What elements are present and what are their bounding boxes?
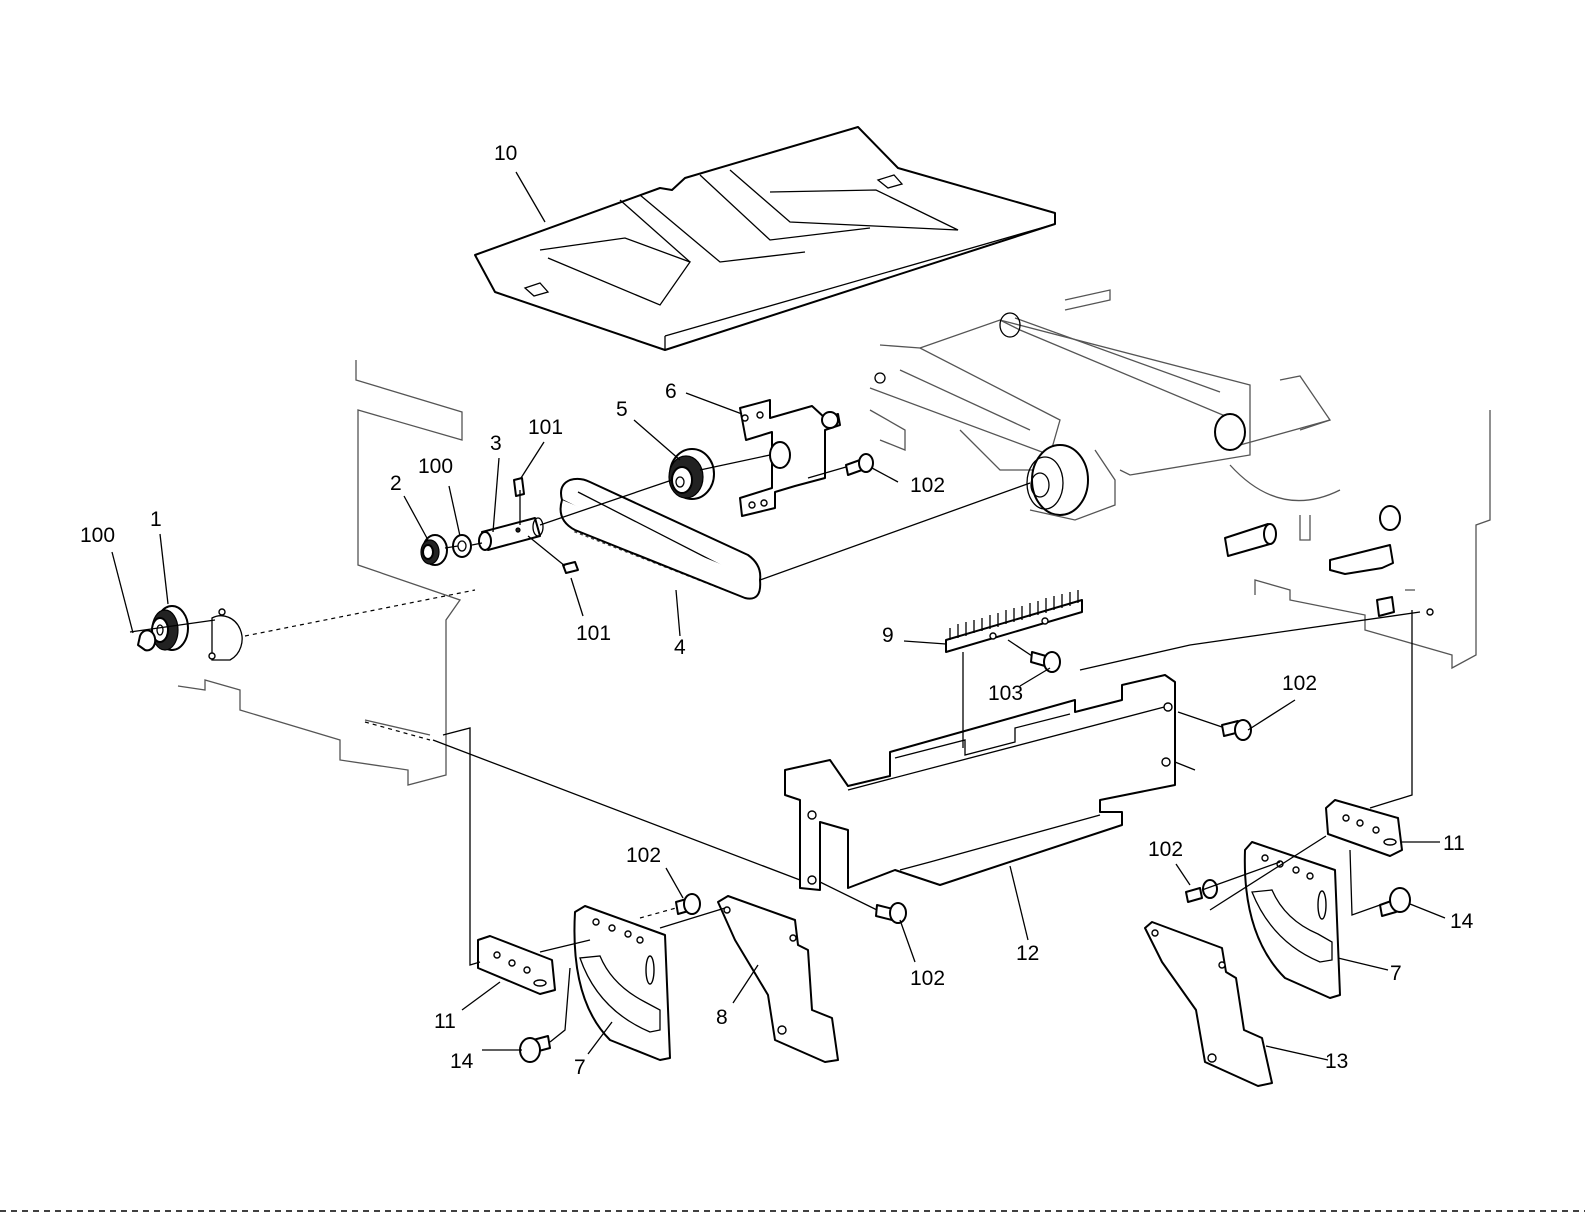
callout-7-left: 7 <box>574 1056 586 1079</box>
callout-14-left: 14 <box>450 1050 474 1073</box>
callout-101-lower: 101 <box>576 622 611 645</box>
part-103-screw <box>1031 652 1060 672</box>
callout-100-left: 100 <box>80 524 115 547</box>
callout-102-c: 102 <box>626 844 661 867</box>
callout-5: 5 <box>616 398 628 421</box>
part-7-bracket-left <box>574 906 670 1060</box>
part-9-discharge-brush <box>946 590 1082 652</box>
part-12-guide-plate <box>785 675 1175 890</box>
left-frame-bushing-mount <box>209 609 242 660</box>
callout-2: 2 <box>390 472 402 495</box>
callout-10: 10 <box>494 142 517 165</box>
callout-102-a: 102 <box>910 474 945 497</box>
callout-1: 1 <box>150 508 162 531</box>
right-main-frame <box>1065 290 1490 668</box>
callout-3: 3 <box>490 432 502 455</box>
part-3-shaft <box>479 518 543 550</box>
callout-14-right: 14 <box>1450 910 1474 933</box>
part-8-bracket <box>718 896 838 1062</box>
callout-8: 8 <box>716 1006 728 1029</box>
callout-12: 12 <box>1016 942 1039 965</box>
part-102-screw-d <box>876 903 906 923</box>
part-7-bracket-right <box>1245 842 1340 998</box>
part-2-bushing <box>421 535 447 565</box>
part-102-screw-a <box>846 454 873 475</box>
left-side-frame <box>178 360 462 785</box>
callout-100-right: 100 <box>418 455 453 478</box>
callout-7-right: 7 <box>1390 962 1402 985</box>
part-14-screw-left <box>520 1036 550 1062</box>
part-102-screw-b <box>1222 720 1251 740</box>
part-100-e-ring-left <box>138 630 155 650</box>
part-11-plate-left <box>478 936 555 994</box>
part-101-key-upper <box>514 478 524 496</box>
part-11-plate-right <box>1326 800 1402 856</box>
part-102-screw-e <box>1186 880 1217 902</box>
callout-102-d: 102 <box>910 967 945 990</box>
callout-4: 4 <box>674 636 686 659</box>
part-102-screw-c <box>676 894 700 914</box>
part-13-bracket <box>1145 922 1272 1086</box>
part-4-timing-belt <box>561 479 761 599</box>
callout-11-right: 11 <box>1443 832 1465 855</box>
callout-103: 103 <box>988 682 1023 705</box>
callout-102-b: 102 <box>1282 672 1317 695</box>
part-101-key-lower <box>563 562 578 573</box>
part-10-cover-plate <box>475 127 1055 350</box>
callout-102-e: 102 <box>1148 838 1183 861</box>
callout-13: 13 <box>1325 1050 1348 1073</box>
callout-9: 9 <box>882 624 894 647</box>
callout-11-left: 11 <box>434 1010 456 1033</box>
part-14-screw-right <box>1380 888 1410 916</box>
callout-6: 6 <box>665 380 677 403</box>
callout-101-upper: 101 <box>528 416 563 439</box>
right-frame-details <box>1225 506 1433 616</box>
